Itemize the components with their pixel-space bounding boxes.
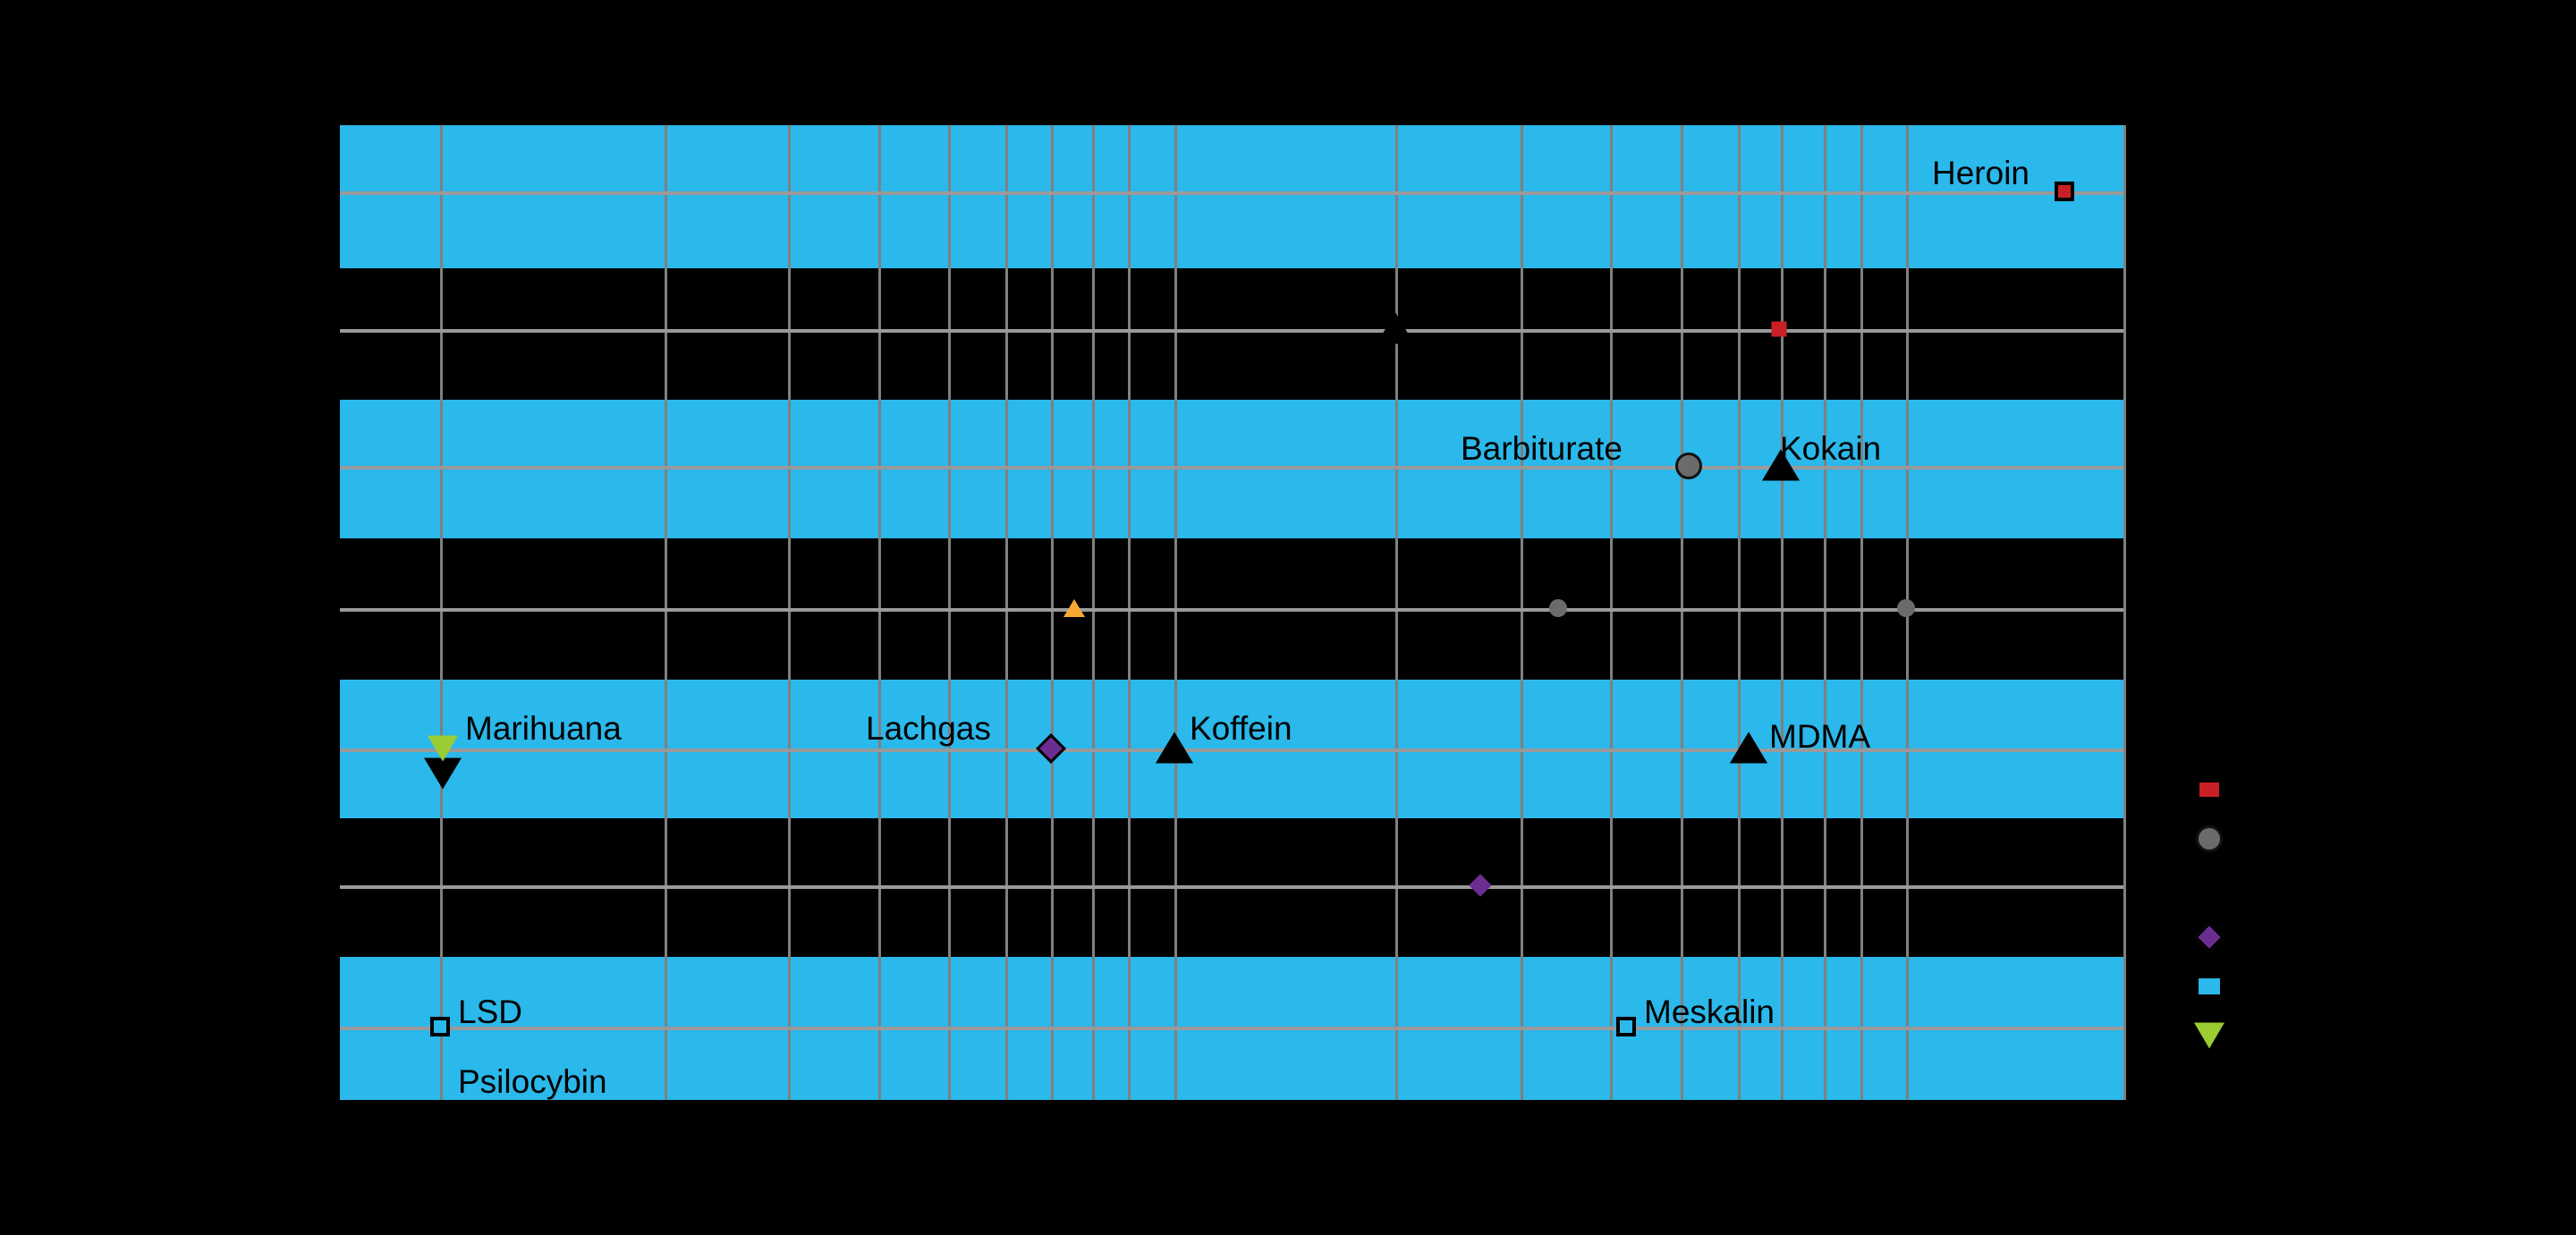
y-gridline: [340, 329, 2123, 333]
data-point-marker[interactable]: [1549, 599, 1567, 617]
data-point-marker[interactable]: [2055, 182, 2074, 201]
y-gridline: [340, 749, 2123, 752]
data-point-marker[interactable]: [1156, 732, 1193, 764]
chart-legend: [2182, 765, 2361, 1076]
legend-item[interactable]: [2182, 1011, 2361, 1076]
x-gridline: [440, 125, 443, 1100]
legend-item[interactable]: [2182, 765, 2361, 814]
data-point-label: Kokain: [1780, 430, 1882, 467]
square-icon: [2199, 977, 2220, 994]
x-gridline: [2123, 125, 2126, 1100]
y-gridline: [340, 466, 2123, 469]
highlight-band: [340, 125, 2123, 268]
x-gridline: [1738, 125, 1741, 1100]
data-point-marker[interactable]: [1036, 733, 1066, 764]
x-gridline: [1174, 125, 1177, 1100]
circle-icon: [2196, 825, 2223, 852]
data-point-label: Meskalin: [1644, 994, 1775, 1030]
x-gridline: [788, 125, 791, 1100]
data-point-marker[interactable]: [1469, 874, 1492, 897]
legend-item[interactable]: [2182, 814, 2361, 863]
x-gridline: [1005, 125, 1008, 1100]
data-point-marker[interactable]: [1730, 732, 1767, 764]
x-gridline: [1051, 125, 1054, 1100]
data-point-label: Koffein: [1190, 710, 1292, 747]
data-point-label: LSD: [458, 994, 522, 1030]
square-icon: [2199, 782, 2219, 797]
data-point-marker[interactable]: [1897, 599, 1915, 617]
legend-item[interactable]: [2182, 961, 2361, 1011]
data-point-label: Heroin: [1932, 155, 2029, 191]
data-point-marker[interactable]: [1762, 449, 1800, 481]
data-point-marker[interactable]: [1675, 453, 1702, 479]
x-gridline: [1824, 125, 1826, 1100]
triangle-up-icon: [2190, 871, 2228, 902]
x-gridline: [1128, 125, 1131, 1100]
x-gridline: [878, 125, 881, 1100]
y-gridline: [340, 191, 2123, 195]
legend-item[interactable]: [2182, 912, 2361, 961]
data-point-label: Barbiturate: [1461, 430, 1623, 467]
x-gridline: [948, 125, 951, 1100]
data-point-label: Marihuana: [465, 710, 622, 747]
data-point-marker[interactable]: [1771, 321, 1787, 337]
x-gridline: [1395, 125, 1398, 1100]
x-gridline: [1092, 125, 1095, 1100]
triangle-down-icon: [2190, 1022, 2228, 1076]
data-point-marker[interactable]: [430, 1017, 450, 1036]
data-point-marker[interactable]: [1063, 599, 1085, 617]
legend-item[interactable]: [2182, 863, 2361, 912]
x-gridline: [1781, 125, 1784, 1100]
x-gridline: [1610, 125, 1613, 1100]
data-point-label: Lachgas: [866, 710, 991, 747]
y-gridline: [340, 885, 2123, 889]
x-gridline: [1860, 125, 1863, 1100]
data-point-label: MDMA: [1769, 718, 1871, 755]
y-gridline: [340, 608, 2123, 612]
data-point-marker[interactable]: [1616, 1017, 1636, 1036]
data-point-marker[interactable]: [1377, 312, 1414, 344]
data-point-label: Psilocybin: [458, 1063, 607, 1100]
data-point-marker[interactable]: [424, 735, 462, 790]
diamond-icon: [2194, 921, 2224, 952]
y-gridline: [340, 1027, 2123, 1030]
x-gridline: [1681, 125, 1683, 1100]
x-gridline: [1521, 125, 1523, 1100]
x-gridline: [665, 125, 667, 1100]
